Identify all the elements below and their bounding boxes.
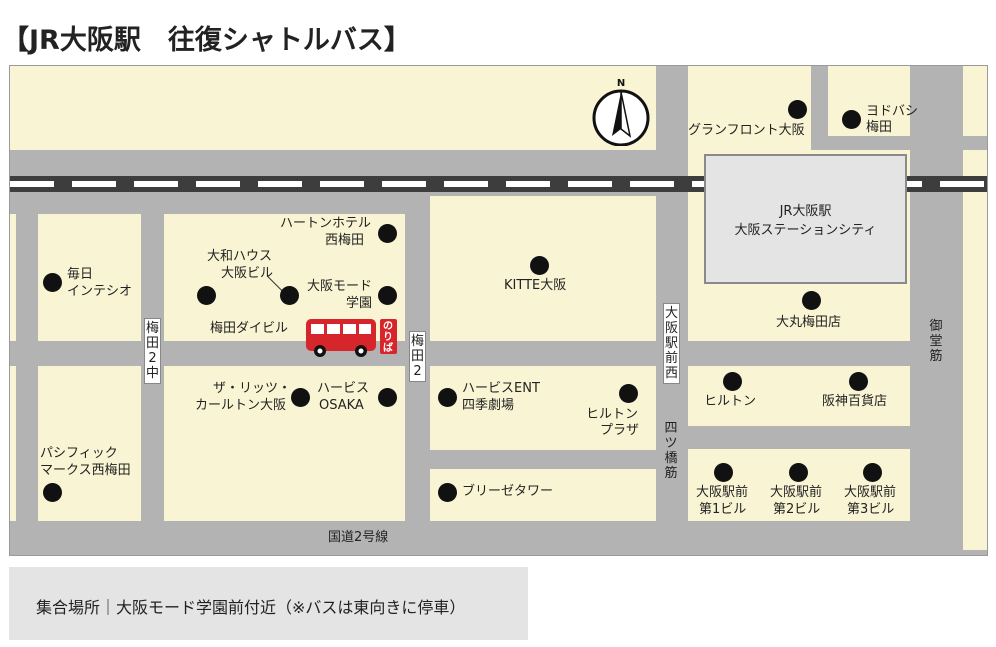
label-mode-gakuen-1: 大阪モード — [307, 279, 373, 294]
label-ekimae3-2: 第3ビル — [847, 502, 895, 517]
marker-breeze[interactable] — [438, 483, 457, 502]
label-yodobashi-2: 梅田 — [866, 120, 893, 135]
area-map: JR大阪駅 大阪ステーションシティ N 梅田2中 梅田2 大阪駅前西 四ツ橋筋 … — [9, 65, 988, 556]
shuttle-bus-icon[interactable] — [306, 319, 404, 359]
marker-mode-gakuen[interactable] — [378, 286, 397, 305]
label-daiwa-2: 大阪ビル — [221, 266, 274, 281]
boarding-spot-badge: のりば — [383, 321, 393, 354]
label-ritz-1: ザ・リッツ・ — [213, 381, 292, 396]
label-herbis-ent-1: ハービスENT — [462, 381, 540, 396]
block-far-west-2 — [10, 366, 16, 521]
label-ritz-2: カールトン大阪 — [195, 398, 287, 413]
map-title: 【JR大阪駅 往復シャトルバス】 — [2, 25, 411, 56]
label-hearton-1: ハートンホテル — [280, 216, 372, 231]
road-label-yotsuhashisuji: 四ツ橋筋 — [664, 421, 678, 481]
label-hearton-2: 西梅田 — [325, 233, 365, 248]
label-daiwa-1: 大和ハウス — [207, 249, 273, 264]
marker-herbis[interactable] — [378, 388, 397, 407]
label-ekimae2-1: 大阪駅前 — [770, 485, 823, 500]
label-umeda-dai: 梅田ダイビル — [210, 321, 289, 336]
marker-mainichi[interactable] — [43, 273, 62, 292]
label-mainichi-2: インテシオ — [67, 284, 133, 299]
marker-grand-front[interactable] — [788, 100, 807, 119]
marker-hanshin[interactable] — [849, 372, 868, 391]
label-breeze: ブリーゼタワー — [462, 484, 554, 499]
road-label-umeda2chu: 梅田2中 — [144, 318, 161, 384]
block-breeze — [430, 469, 656, 521]
compass-n: N — [617, 78, 625, 89]
label-herbis-1: ハービス — [317, 381, 370, 396]
label-hilton: ヒルトン — [704, 394, 757, 409]
marker-ekimae1[interactable] — [714, 463, 733, 482]
marker-yodobashi[interactable] — [842, 110, 861, 129]
label-ekimae1-1: 大阪駅前 — [696, 485, 749, 500]
road-label-umeda2: 梅田2 — [409, 331, 426, 382]
marker-ekimae2[interactable] — [789, 463, 808, 482]
marker-hearton[interactable] — [378, 224, 397, 243]
label-herbis-ent-2: 四季劇場 — [462, 398, 515, 413]
block-herbis — [164, 366, 405, 521]
marker-kitte[interactable] — [530, 256, 549, 275]
meeting-point-text: 集合場所｜大阪モード学園前付近（※バスは東向きに停車） — [36, 598, 466, 617]
station-name: JR大阪駅 — [779, 204, 832, 219]
block-herbis-ent — [430, 366, 656, 450]
road-label-kokudo2: 国道2号線 — [328, 530, 389, 545]
label-daimaru: 大丸梅田店 — [776, 315, 842, 330]
block-east — [963, 150, 987, 550]
label-ekimae2-2: 第2ビル — [773, 502, 821, 517]
label-ekimae1-2: 第1ビル — [699, 502, 747, 517]
marker-daiwa[interactable] — [280, 286, 299, 305]
label-yodobashi-1: ヨドバシ — [866, 104, 919, 119]
block-far-west — [10, 214, 16, 341]
north-arrow-icon: N — [592, 78, 650, 146]
label-mode-gakuen-2: 学園 — [346, 296, 373, 311]
marker-umeda-dai[interactable] — [197, 286, 216, 305]
label-pacific-1: パシフィック — [40, 446, 118, 461]
label-pacific-2: マークス西梅田 — [40, 463, 131, 478]
label-kitte: KITTE大阪 — [504, 278, 567, 293]
road-label-ekimae-nishi: 大阪駅前西 — [663, 303, 680, 384]
marker-ritz[interactable] — [291, 388, 310, 407]
jr-osaka-station[interactable] — [704, 154, 907, 284]
label-hanshin: 阪神百貨店 — [822, 394, 888, 409]
block-ekimae — [688, 449, 910, 521]
marker-herbis-ent[interactable] — [438, 388, 457, 407]
marker-hilton[interactable] — [723, 372, 742, 391]
road-label-midosuji: 御堂筋 — [929, 319, 943, 364]
marker-pacific[interactable] — [43, 483, 62, 502]
label-grand-front: グランフロント大阪 — [688, 123, 805, 138]
marker-hilton-plaza[interactable] — [619, 384, 638, 403]
meeting-point-box: 集合場所｜大阪モード学園前付近（※バスは東向きに停車） — [9, 567, 528, 640]
block-nw — [10, 66, 656, 150]
label-herbis-2: OSAKA — [319, 398, 364, 413]
marker-ekimae3[interactable] — [863, 463, 882, 482]
label-mainichi-1: 毎日 — [67, 267, 94, 282]
station-subname: 大阪ステーションシティ — [734, 223, 877, 238]
marker-daimaru[interactable] — [802, 291, 821, 310]
label-hilton-plaza-2: プラザ — [600, 423, 640, 438]
block-ne-edge — [963, 66, 987, 136]
label-hilton-plaza-1: ヒルトン — [586, 407, 639, 422]
label-ekimae3-1: 大阪駅前 — [844, 485, 897, 500]
block-yodobashi — [828, 66, 910, 136]
